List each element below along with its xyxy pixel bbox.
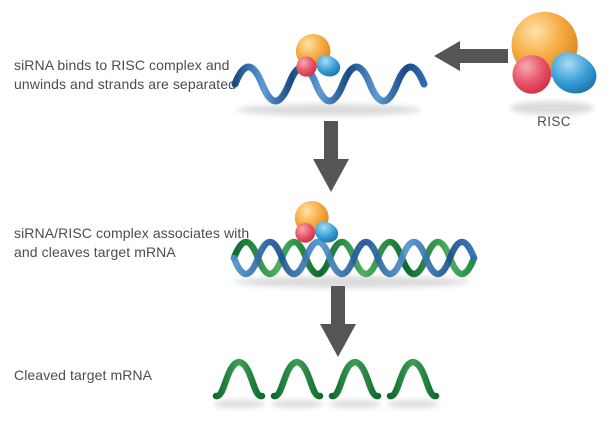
risc-complex-small-icon: [295, 33, 341, 77]
strand-shadow: [237, 104, 421, 116]
caption-step1: siRNA binds to RISC complex and unwinds …: [14, 57, 236, 92]
sirna-strand-graphic: [231, 33, 428, 116]
mrna-fragment: [328, 358, 382, 400]
cleaved-mrna-fragments-graphic: [212, 358, 440, 408]
risc-complex-icon: [510, 11, 597, 115]
caption-step2: siRNA/RISC complex associates with and c…: [14, 225, 250, 260]
risc-complex-small-icon-2: [294, 200, 339, 243]
risc-shadow: [510, 101, 594, 115]
helix-shadow: [234, 276, 470, 288]
sirna-mrna-helix-graphic: [230, 200, 478, 288]
caption-step3: Cleaved target mRNA: [14, 367, 153, 383]
sirna-blue-strand-2: [230, 238, 478, 278]
mrna-fragment: [386, 358, 440, 400]
mrna-fragment: [270, 358, 324, 400]
risc-label: RISC: [537, 114, 571, 129]
sirna-blue-strand: [231, 63, 428, 105]
mrna-fragment: [212, 358, 266, 400]
arrow-down-icon: [313, 121, 349, 192]
arrow-left-icon: [434, 41, 508, 71]
arrow-down-icon-2: [320, 286, 356, 357]
